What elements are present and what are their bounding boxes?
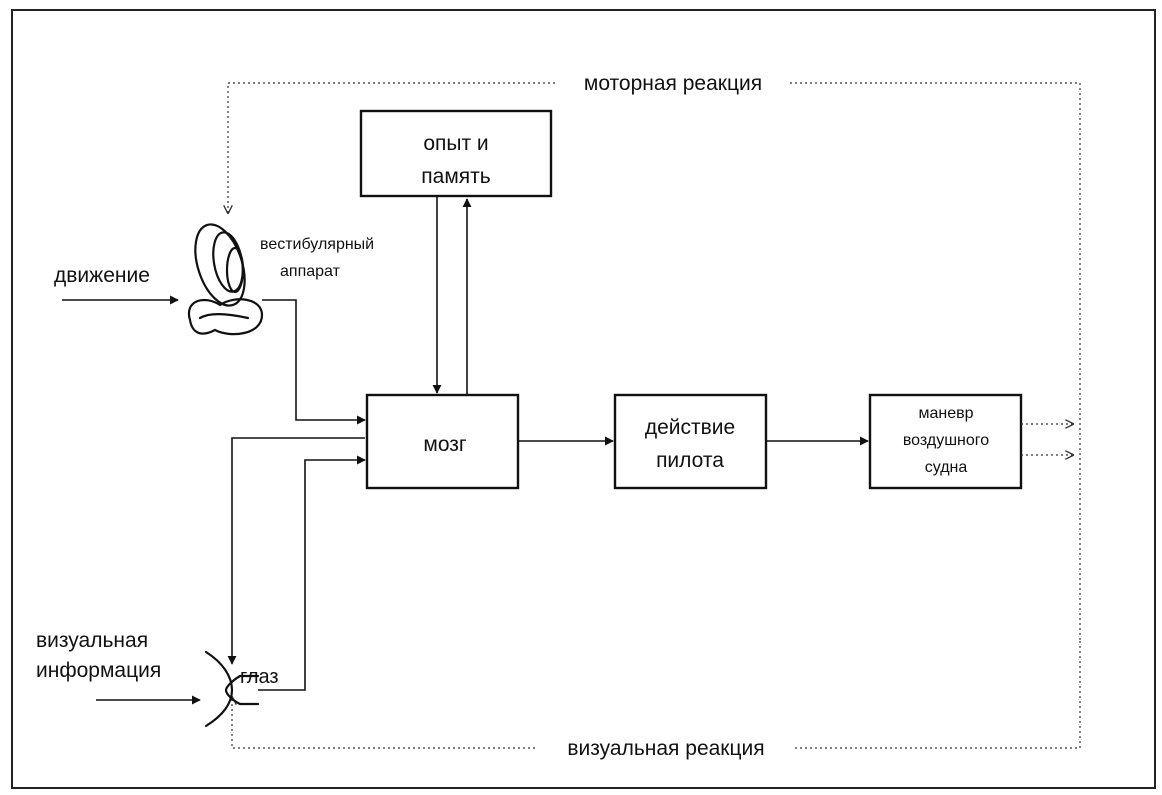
visual-input-label-line2: информация xyxy=(36,659,161,682)
memory-label-line1: опыт и xyxy=(423,132,488,155)
pilot-action-block xyxy=(615,395,766,488)
motor-feedback-line-right xyxy=(790,83,1080,640)
eye-label: глаз xyxy=(240,666,279,688)
visual-input-label-line1: визуальная xyxy=(36,629,148,652)
vestibular-label-line1: вестибулярный xyxy=(260,236,374,253)
maneuver-label-line3: судна xyxy=(925,459,968,476)
visual-feedback-label: визуальная реакция xyxy=(567,737,764,760)
maneuver-label-line2: воздушного xyxy=(903,432,989,449)
motion-input-label: движение xyxy=(54,264,150,287)
vestibular-organ-icon xyxy=(186,218,262,334)
visual-feedback-line-right xyxy=(795,640,1080,748)
pilot-action-label-line1: действие xyxy=(645,416,735,439)
maneuver-label-line1: маневр xyxy=(918,405,973,422)
vestibular-label-line2: аппарат xyxy=(280,263,341,280)
brain-label: мозг xyxy=(423,433,467,456)
eye-to-brain-arrow xyxy=(258,460,365,690)
vestibular-to-brain-arrow xyxy=(262,300,365,420)
memory-label-line2: память xyxy=(421,165,490,188)
motor-feedback-label: моторная реакция xyxy=(584,72,762,95)
visual-feedback-line-left xyxy=(232,697,535,748)
pilot-action-label-line2: пилота xyxy=(656,449,724,472)
brain-to-eye-arrow xyxy=(232,438,365,664)
